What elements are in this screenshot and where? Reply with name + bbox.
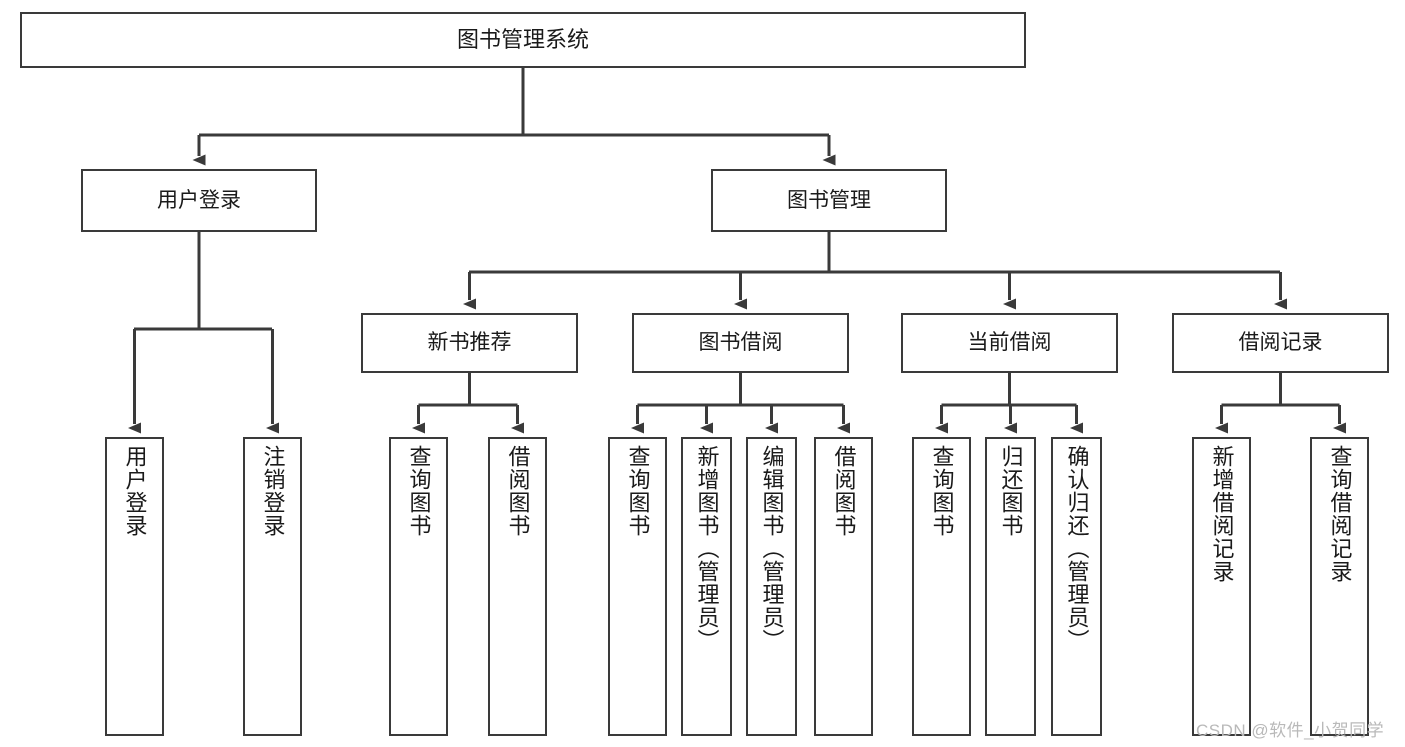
node-root-label: 图书管理系统 [456, 26, 589, 52]
node-leaf-cur-return-book-label: 归还图书 [998, 445, 1024, 537]
node-leaf-cur-query-book[interactable]: 查询图书 [912, 437, 971, 736]
node-leaf-borrow-edit-book-label: 编辑图书（管理员） [759, 445, 785, 652]
node-new-book-rec[interactable]: 新书推荐 [361, 313, 578, 373]
node-borrow-record-label: 借阅记录 [1238, 331, 1323, 355]
node-leaf-cur-query-book-label: 查询图书 [929, 445, 955, 537]
node-current-borrow[interactable]: 当前借阅 [901, 313, 1118, 373]
node-borrow-record[interactable]: 借阅记录 [1172, 313, 1389, 373]
node-leaf-borrow-edit-book[interactable]: 编辑图书（管理员） [746, 437, 797, 736]
node-current-borrow-label: 当前借阅 [967, 331, 1052, 355]
node-book-borrow[interactable]: 图书借阅 [632, 313, 849, 373]
node-leaf-user-logout-label: 注销登录 [260, 445, 286, 537]
node-leaf-cur-confirm-return[interactable]: 确认归还（管理员） [1051, 437, 1102, 736]
node-leaf-rec-borrow-book-label: 借阅图书 [505, 445, 531, 537]
node-book-manage-label: 图书管理 [787, 188, 871, 212]
node-leaf-rec-query-record-label: 查询借阅记录 [1327, 445, 1353, 583]
node-leaf-cur-return-book[interactable]: 归还图书 [985, 437, 1036, 736]
node-leaf-borrow-query-book[interactable]: 查询图书 [608, 437, 667, 736]
node-leaf-user-login-label: 用户登录 [122, 445, 148, 537]
node-leaf-borrow-add-book-label: 新增图书（管理员） [694, 445, 720, 652]
node-root[interactable]: 图书管理系统 [20, 12, 1026, 68]
node-user-login[interactable]: 用户登录 [81, 169, 317, 232]
node-leaf-cur-confirm-return-label: 确认归还（管理员） [1064, 445, 1090, 652]
node-leaf-user-logout[interactable]: 注销登录 [243, 437, 302, 736]
node-user-login-label: 用户登录 [157, 188, 241, 212]
node-leaf-rec-query-book[interactable]: 查询图书 [389, 437, 448, 736]
node-leaf-rec-borrow-book[interactable]: 借阅图书 [488, 437, 547, 736]
node-book-borrow-label: 图书借阅 [698, 331, 783, 355]
node-leaf-rec-add-record[interactable]: 新增借阅记录 [1192, 437, 1251, 736]
node-leaf-borrow-query-book-label: 查询图书 [625, 445, 651, 537]
node-leaf-borrow-add-book[interactable]: 新增图书（管理员） [681, 437, 732, 736]
node-leaf-borrow-borrow-book[interactable]: 借阅图书 [814, 437, 873, 736]
node-leaf-rec-query-record[interactable]: 查询借阅记录 [1310, 437, 1369, 736]
node-leaf-borrow-borrow-book-label: 借阅图书 [831, 445, 857, 537]
node-leaf-rec-query-book-label: 查询图书 [406, 445, 432, 537]
node-new-book-rec-label: 新书推荐 [427, 331, 512, 355]
node-leaf-user-login[interactable]: 用户登录 [105, 437, 164, 736]
node-leaf-rec-add-record-label: 新增借阅记录 [1209, 445, 1235, 583]
node-book-manage[interactable]: 图书管理 [711, 169, 947, 232]
